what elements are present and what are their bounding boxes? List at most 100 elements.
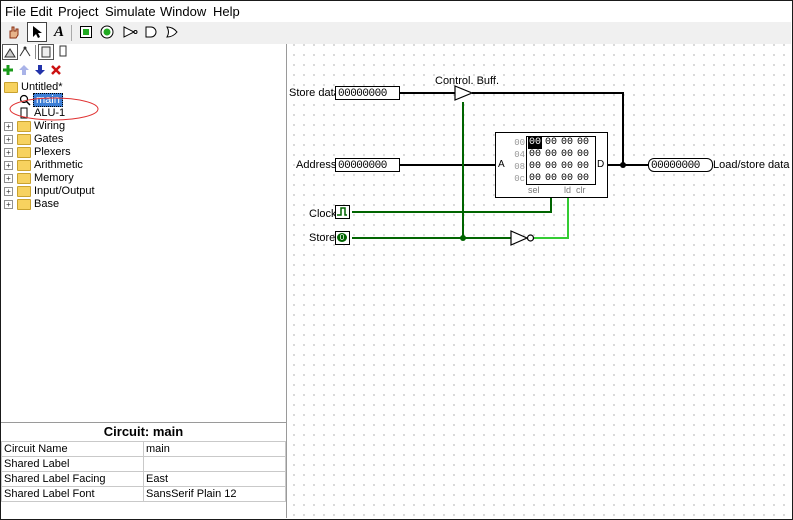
highlight-ellipse [9,97,99,121]
lib-label: Wiring [34,120,66,132]
property-value[interactable]: main [143,441,286,457]
ram-cell: 00 [544,173,557,184]
tree-lib-plexers[interactable]: Plexers [17,146,71,159]
delete-circuit-icon[interactable] [50,63,62,77]
output-pin-icon[interactable] [98,23,116,41]
ram-cell: 00 [560,173,573,184]
menu-project[interactable]: Project [58,4,99,19]
wires [352,85,648,246]
magnifier-icon [19,94,31,106]
circuit-canvas[interactable]: Store data 00000000 Control. Buff. Addre… [287,44,791,518]
property-value[interactable] [143,456,286,472]
ram-row: 00 00 00 00 00 [496,137,606,149]
tree-lib-input-output[interactable]: Input/Output [17,185,95,198]
property-name: Shared Label Facing [1,471,144,487]
appearance-view-icon[interactable] [56,44,70,58]
wire-clock [352,196,552,213]
not-gate-icon[interactable] [121,23,139,41]
controlled-buffer[interactable] [454,85,474,101]
properties-table: Circuit Name main Shared Label Shared La… [1,441,286,502]
input-pin-icon[interactable] [77,23,95,41]
menu-edit[interactable]: Edit [30,4,53,19]
load-store-output-pin: 00000000 [648,158,713,172]
store-input-pin[interactable]: 0 [335,231,350,245]
clock-input[interactable] [335,205,350,219]
toolbar-separator [71,25,72,41]
wire-junction [620,162,626,168]
tree-lib-gates[interactable]: Gates [17,133,63,146]
poke-hand-icon[interactable] [4,23,22,41]
lib-label: Gates [34,133,64,145]
not-gate[interactable] [510,230,529,246]
menu-bar: File Edit Project Simulate Window Help [1,1,791,21]
ram-cell: 00 [560,161,573,172]
lib-label: Input/Output [34,185,95,197]
ram-cell: 00 [528,173,541,184]
expand-arithmetic[interactable]: + [4,161,13,170]
ram-address: 0c [514,174,525,184]
menu-simulate[interactable]: Simulate [105,4,156,19]
add-circuit-icon[interactable] [2,63,14,77]
expand-plexers[interactable]: + [4,148,13,157]
ram-cell: 00 [528,161,541,172]
property-value[interactable]: East [143,471,286,487]
text-tool-icon[interactable]: A [53,23,64,40]
tree-root[interactable]: Untitled* [4,81,63,94]
project-toolbar [1,63,286,79]
subcircuit-icon [20,107,28,119]
ram-cell: 00 [576,137,589,148]
wire-buffer-out [472,92,624,166]
folder-icon [17,159,31,171]
move-down-icon[interactable] [34,63,46,77]
folder-icon [17,185,31,197]
folder-icon [17,146,31,158]
property-row: Shared Label Facing East [1,471,286,487]
layout-view-icon[interactable] [38,44,54,60]
folder-icon [4,81,18,93]
store-data-pin[interactable]: 00000000 [335,86,400,100]
property-value[interactable]: SansSerif Plain 12 [143,486,286,502]
lib-label: Plexers [34,146,71,158]
tree-lib-base[interactable]: Base [17,198,59,211]
project-tree: Untitled* main ALU-1 + Wiring + Gates + … [1,80,286,250]
simulation-tree-icon[interactable] [18,44,32,58]
menu-help[interactable]: Help [213,4,240,19]
expand-gates[interactable]: + [4,135,13,144]
tree-lib-memory[interactable]: Memory [17,172,74,185]
expand-memory[interactable]: + [4,174,13,183]
address-pin[interactable]: 00000000 [335,158,400,172]
ram-component[interactable]: 00 00 00 00 00 04 00 00 00 00 08 00 00 0… [495,132,608,198]
expand-base[interactable]: + [4,200,13,209]
expand-input-output[interactable]: + [4,187,13,196]
tree-item-main-label: main [33,93,63,108]
ram-cell: 00 [544,137,557,148]
lib-label: Base [34,198,60,210]
ram-port-d: D [597,159,605,170]
lib-label: Memory [34,172,74,184]
tree-lib-arithmetic[interactable]: Arithmetic [17,159,83,172]
tree-item-main[interactable]: main [19,93,63,108]
menu-file[interactable]: File [5,4,26,19]
ram-address: 08 [514,162,525,172]
ram-row: 04 00 00 00 00 [496,149,606,161]
ram-cell: 00 [576,149,589,160]
expand-wiring[interactable]: + [4,122,13,131]
move-up-icon[interactable] [18,63,30,77]
ram-cell: 00 [560,137,573,148]
ram-cell: 00 [576,161,589,172]
and-gate-icon[interactable] [142,23,160,41]
tree-item-alu-label: ALU-1 [34,107,66,119]
not-gate-bubble [526,234,535,242]
ram-cell: 00 [528,149,541,160]
toolbox-view-icon[interactable] [2,44,18,60]
or-gate-icon[interactable] [163,23,181,41]
store-data-label: Store data [289,87,340,99]
property-row: Shared Label Font SansSerif Plain 12 [1,486,286,502]
select-arrow-icon[interactable] [27,22,47,42]
explorer-pane: Untitled* main ALU-1 + Wiring + Gates + … [1,44,287,519]
tree-item-alu[interactable]: ALU-1 [19,107,65,120]
menu-window[interactable]: Window [160,4,207,19]
ram-port-clr: clr [576,185,586,195]
folder-icon [17,133,31,145]
tree-lib-wiring[interactable]: Wiring [17,120,65,133]
